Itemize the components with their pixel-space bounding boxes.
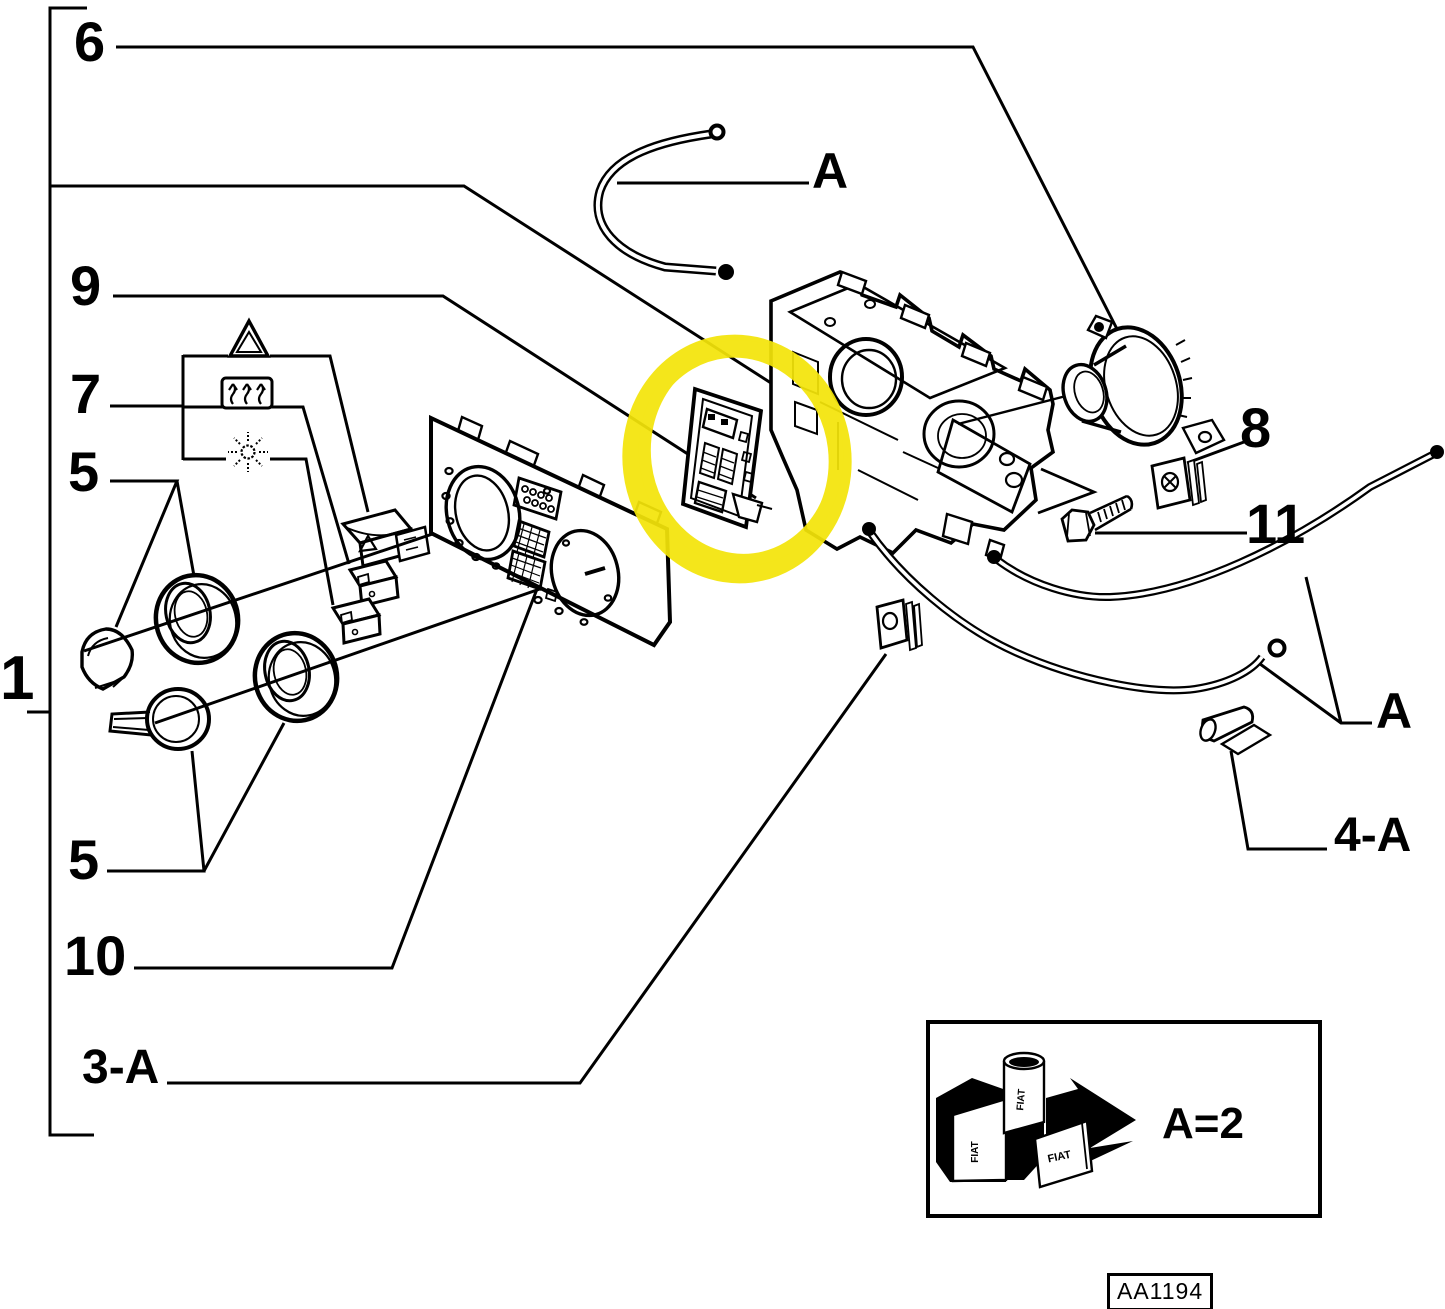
fiat-brand-text-cylinder: FIAT: [1015, 1089, 1028, 1111]
bracket-item-7: [110, 354, 370, 606]
part-rolled-clip-4a: [1199, 705, 1273, 756]
callout-3a: 3-A: [82, 1041, 160, 1094]
leader-item-6: [116, 45, 1120, 332]
part-cable-clamp-3a: [875, 598, 923, 652]
part-switch-blank-2: [330, 597, 382, 645]
callout-11: 11: [1246, 492, 1306, 555]
drawing-code-box: AA1194: [1107, 1273, 1214, 1309]
callout-ref-a-right: A: [1376, 683, 1413, 739]
leader-item-5-lower: [107, 722, 286, 873]
part-rocker-switches: [330, 508, 431, 645]
callout-5-upper: 5: [68, 440, 100, 503]
leader-item-8: [1186, 440, 1245, 465]
part-wedge-knob: [80, 627, 135, 691]
part-speed-nut-clip-8: [1150, 456, 1207, 510]
leader-item-4a: [1229, 750, 1327, 851]
fiat-brand-text-right: FIAT: [1047, 1149, 1073, 1166]
part-bowden-cable-lower: [862, 522, 1287, 695]
callout-1: 1: [0, 644, 35, 713]
drawing-code: AA1194: [1117, 1278, 1204, 1304]
leader-lines: [27, 6, 1372, 1137]
callout-9: 9: [70, 254, 102, 317]
leader-assembly: [50, 184, 772, 385]
legend-box: FIAT FIAT FIAT: [926, 1020, 1322, 1218]
bracket-item-1: [27, 6, 94, 1137]
part-hex-bolt-11: [1060, 494, 1134, 543]
part-knobs-and-bezels: [80, 572, 340, 751]
part-ring-bezel-upper: [153, 572, 241, 666]
callout-4a: 4-A: [1334, 809, 1412, 862]
part-pointer-knob: [108, 687, 211, 751]
part-round-connector: [1061, 314, 1226, 455]
leader-ref-a-right: [1255, 576, 1372, 725]
fiat-parts-illustration: FIAT FIAT FIAT: [936, 1051, 1136, 1189]
part-switch-blank-1: [347, 559, 400, 608]
part-bowden-cable-upper: [987, 445, 1444, 602]
part-ring-bezel-lower: [252, 630, 340, 724]
heated-rear-window-icon: [220, 376, 274, 410]
callout-5-lower: 5: [68, 828, 100, 891]
leader-item-5-upper: [110, 479, 196, 628]
axis-line-lower: [154, 565, 604, 725]
switch-symbol-icons: [220, 317, 274, 472]
callout-10: 10: [64, 924, 127, 987]
part-pcb-card: [680, 386, 773, 530]
highlight-ring: [622, 334, 852, 584]
part-jumper-cable-top: [593, 123, 734, 280]
hazard-warning-triangle-icon: [227, 317, 271, 358]
legend-quantity-note: A=2: [1162, 1099, 1244, 1148]
leader-item-3a: [167, 653, 888, 1085]
starburst-icon: [228, 432, 268, 472]
callout-ref-a-top: A: [812, 143, 849, 199]
callout-6: 6: [74, 10, 106, 73]
fiat-brand-text-left: FIAT: [970, 1141, 981, 1162]
callout-7: 7: [70, 362, 102, 425]
leader-item-10: [134, 588, 539, 970]
part-control-panel: [429, 414, 673, 648]
callout-8: 8: [1240, 396, 1272, 459]
